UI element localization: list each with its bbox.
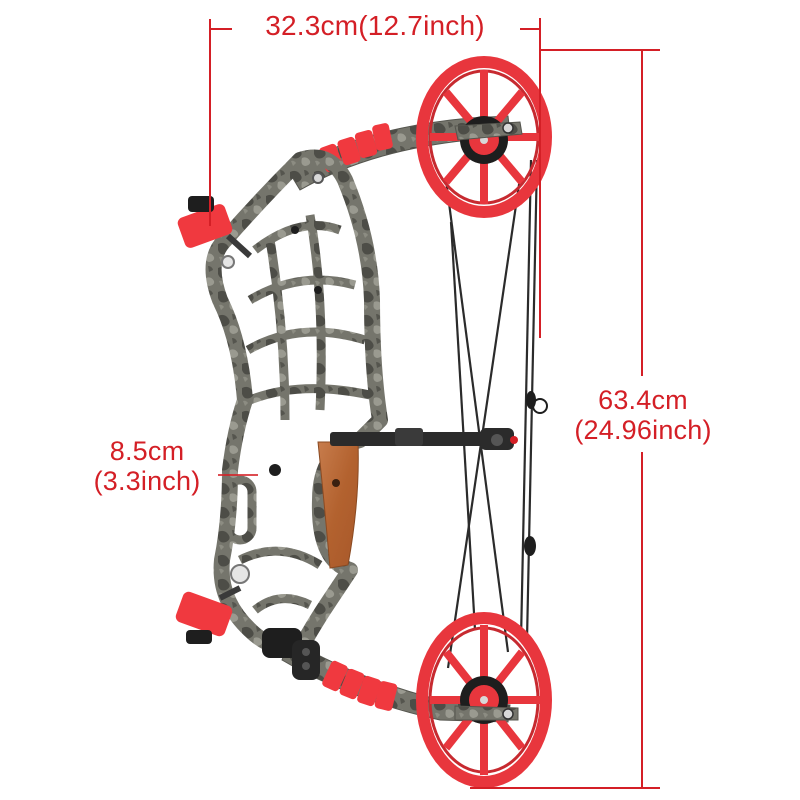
upper-limb-bolt	[177, 196, 253, 259]
upper-limb-pads	[319, 123, 393, 173]
height-dimension-label: 63.4cm (24.96inch)	[548, 385, 738, 445]
riser-bolts	[221, 172, 324, 584]
width-dimension-left-arm	[211, 28, 232, 30]
grip-dimension-line	[218, 474, 258, 476]
height-dimension-top-arm	[540, 49, 660, 51]
height-dimension-bottom-segment	[641, 452, 643, 788]
height-dimension-inch: (24.96inch)	[574, 415, 712, 445]
height-dimension-top-segment	[641, 50, 643, 376]
lower-limb-bolt	[175, 585, 320, 680]
width-dimension-right-arm	[520, 28, 539, 30]
height-dimension-bottom-arm	[470, 787, 660, 789]
width-dimension-right-tick	[539, 18, 541, 338]
bow-strings	[444, 159, 539, 669]
grip	[317, 441, 359, 569]
grip-dimension-inch: (3.3inch)	[93, 466, 201, 496]
grip-dimension-cm: 8.5cm	[109, 436, 185, 466]
riser-lattice	[223, 214, 371, 614]
arrow-rest	[330, 428, 518, 450]
grip-screw	[332, 479, 340, 487]
height-dimension-cm: 63.4cm	[598, 385, 688, 415]
grip-dimension-label: 8.5cm (3.3inch)	[72, 436, 222, 496]
width-dimension-label: 32.3cm(12.7inch)	[265, 10, 485, 41]
string-accessories	[524, 391, 548, 556]
lower-limb-pads	[322, 660, 398, 711]
lower-cam	[416, 612, 552, 788]
width-dimension-left-tick	[209, 19, 211, 226]
